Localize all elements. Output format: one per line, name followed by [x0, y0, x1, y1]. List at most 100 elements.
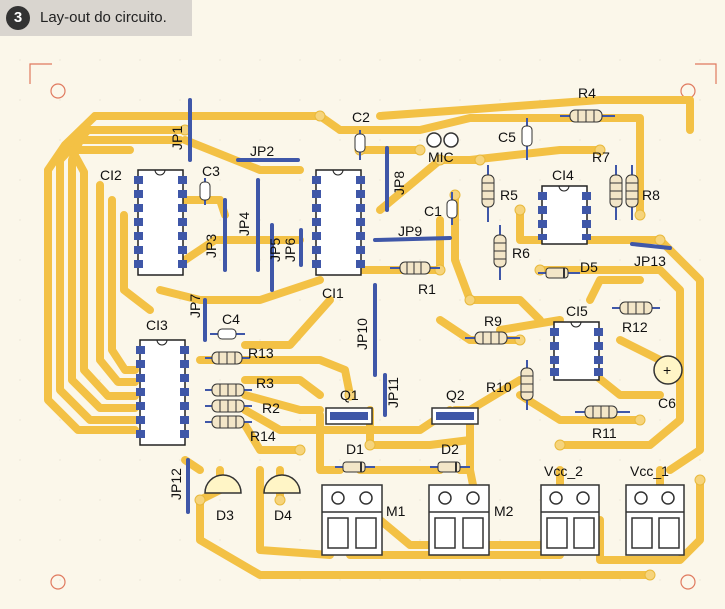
resistor-r5 [481, 165, 495, 222]
corner-marks [29, 63, 717, 590]
label-q1: Q1 [340, 387, 359, 403]
label-r1: R1 [418, 281, 436, 297]
label-jp9: JP9 [398, 223, 422, 239]
label-jp11: JP11 [385, 377, 401, 408]
label-jp12: JP12 [168, 468, 184, 500]
label-d1: D1 [346, 441, 364, 457]
label-r12: R12 [622, 319, 648, 335]
diode-d1 [335, 461, 375, 473]
diodes [204, 267, 580, 494]
ic-ci1 [312, 169, 365, 276]
led-d3 [204, 474, 242, 494]
transistor-q2 [431, 407, 479, 425]
label-c5: C5 [498, 129, 516, 145]
label-jp2: JP2 [250, 143, 274, 159]
diode-d2 [430, 461, 470, 473]
resistor-r12 [612, 301, 660, 315]
ic-ci3 [136, 339, 189, 446]
capacitor-c1 [446, 192, 458, 225]
label-r2: R2 [262, 400, 280, 416]
label-vcc2: Vcc_2 [544, 463, 583, 479]
resistor-r7 [609, 165, 623, 220]
label-jp1: JP1 [169, 126, 185, 150]
resistor-r11 [575, 405, 630, 419]
capacitor-c3 [199, 178, 211, 205]
figure-number: 3 [6, 6, 30, 30]
resistor-r1 [390, 261, 440, 275]
capacitors [199, 118, 683, 385]
label-c6-plus: + [663, 362, 671, 378]
terminal-vcc1 [625, 484, 685, 556]
label-m2: M2 [494, 503, 514, 519]
label-c1: C1 [424, 203, 442, 219]
label-jp8: JP8 [391, 171, 407, 195]
diode-d5 [538, 267, 580, 279]
label-r3: R3 [256, 375, 274, 391]
capacitor-c5 [521, 118, 533, 160]
label-r5: R5 [500, 187, 518, 203]
label-ci4: CI4 [552, 167, 574, 183]
capacitor-c2 [354, 130, 366, 160]
label-c4: C4 [222, 311, 240, 327]
label-r4: R4 [578, 85, 596, 101]
transistor-q1 [325, 407, 373, 425]
transistors [325, 407, 479, 425]
label-c3: C3 [202, 163, 220, 179]
label-jp13: JP13 [634, 253, 666, 269]
label-ci3: CI3 [146, 317, 168, 333]
label-d3: D3 [216, 507, 234, 523]
label-r11: R11 [592, 425, 617, 441]
label-jp4: JP4 [236, 212, 252, 236]
resistors [205, 109, 660, 429]
label-d2: D2 [441, 441, 459, 457]
label-jp5: JP5 [267, 238, 283, 262]
figure-title: Lay-out do circuito. [40, 9, 167, 26]
label-r8: R8 [642, 187, 660, 203]
terminal-m1 [321, 484, 383, 556]
resistor-r3 [205, 383, 252, 397]
label-ci1: CI1 [322, 285, 344, 301]
label-vcc1: Vcc_1 [630, 463, 669, 479]
label-r13: R13 [248, 345, 274, 361]
label-ci5: CI5 [566, 303, 588, 319]
label-jp10: JP10 [354, 318, 370, 350]
resistor-r13 [205, 351, 250, 365]
resistor-r8 [625, 165, 639, 220]
resistor-r14 [205, 415, 252, 429]
label-ci2: CI2 [100, 167, 122, 183]
resistor-r2 [205, 399, 252, 413]
label-d5: D5 [580, 259, 598, 275]
solder-pads [179, 110, 706, 581]
label-r9: R9 [484, 313, 502, 329]
label-c2: C2 [352, 109, 370, 125]
led-d4 [263, 474, 301, 494]
resistor-r9 [465, 331, 520, 345]
label-r7: R7 [592, 149, 610, 165]
ic-ci5 [550, 321, 603, 381]
label-jp6: JP6 [282, 238, 298, 262]
label-c6: C6 [658, 395, 676, 411]
jumpers [186, 98, 672, 514]
microphone [426, 132, 459, 148]
capacitor-c4 [210, 328, 245, 340]
figure-caption: 3 Lay-out do circuito. [0, 0, 192, 36]
label-m1: M1 [386, 503, 406, 519]
terminal-vcc2 [540, 484, 600, 556]
capacitor-c6 [653, 355, 683, 385]
label-r10: R10 [486, 379, 512, 395]
label-jp3: JP3 [203, 234, 219, 258]
label-r14: R14 [250, 428, 276, 444]
ic-ci4 [538, 185, 591, 245]
label-jp7: JP7 [187, 294, 203, 318]
resistor-r6 [493, 225, 507, 280]
label-r6: R6 [512, 245, 530, 261]
resistor-r4 [560, 109, 615, 123]
terminal-blocks [321, 484, 685, 556]
terminal-m2 [428, 484, 490, 556]
label-d4: D4 [274, 507, 292, 523]
label-mic: MIC [428, 149, 454, 165]
ic-ci2 [134, 169, 187, 276]
resistor-r10 [520, 360, 534, 410]
component-labels: CI2 CI1 CI3 CI4 CI5 JP1 JP2 JP3 JP4 JP5 … [100, 85, 676, 523]
label-q2: Q2 [446, 387, 465, 403]
